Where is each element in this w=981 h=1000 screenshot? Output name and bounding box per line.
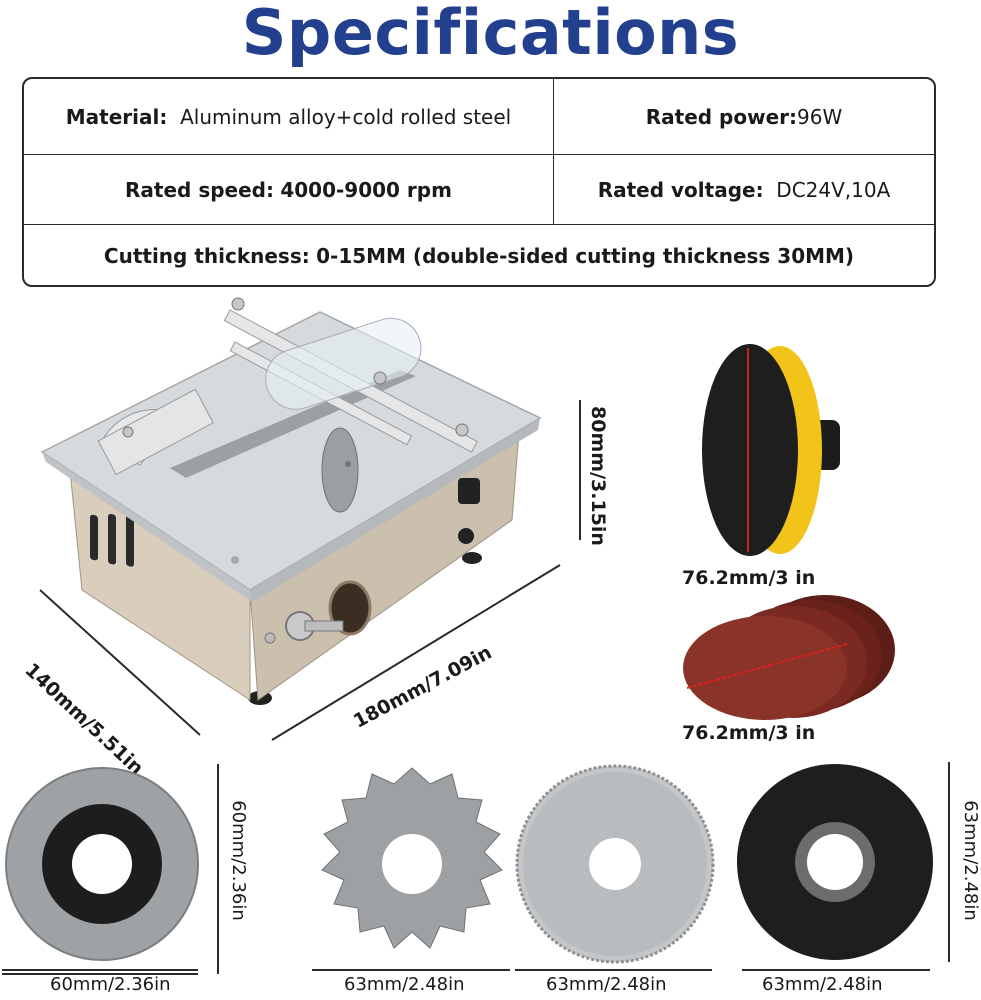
cutting-cell: Cutting thickness: 0-15MM (double-sided … <box>24 225 934 285</box>
machine-height-dim: 80mm/3.15in <box>586 406 609 546</box>
table-saw-image <box>40 297 542 705</box>
resin-disc-image <box>737 764 933 960</box>
rated-power-label: Rated power: <box>645 104 798 129</box>
carbide-blade-width-dim: 63mm/2.48in <box>344 974 465 995</box>
carbide-blade-image <box>321 767 503 949</box>
material-cell: Material: Aluminum alloy+cold rolled ste… <box>24 79 554 154</box>
material-value: Aluminum alloy+cold rolled steel <box>180 104 512 129</box>
hss-blade-image <box>515 764 715 964</box>
rated-speed-label: Rated speed: <box>125 177 274 202</box>
diamond-disc-image <box>5 767 199 961</box>
machine-dim-lines <box>39 400 581 741</box>
diamond-disc-side-line <box>217 764 219 974</box>
resin-disc-width-dim: 63mm/2.48in <box>762 974 883 995</box>
bottom-dim-lines <box>2 969 930 971</box>
resin-side-line <box>948 762 950 962</box>
cutting-value: 0-15MM (double-sided cutting thickness 3… <box>316 244 855 268</box>
rated-voltage-value: DC24V,10A <box>776 177 891 202</box>
diamond-disc-width-dim: 60mm/2.36in <box>50 974 171 995</box>
rated-voltage-label: Rated voltage: <box>597 177 764 202</box>
spec-row: Material: Aluminum alloy+cold rolled ste… <box>24 79 934 155</box>
sandpaper-discs-image <box>683 595 895 720</box>
resin-disc-height-dim: 63mm/2.48in <box>959 800 981 921</box>
spec-row: Cutting thickness: 0-15MM (double-sided … <box>24 225 934 285</box>
power-cell: Rated power: 96W <box>554 79 934 154</box>
material-label: Material: <box>65 104 168 129</box>
hss-blade-width-dim: 63mm/2.48in <box>546 974 667 995</box>
cutting-label: Cutting thickness: <box>103 244 310 268</box>
spec-table: Material: Aluminum alloy+cold rolled ste… <box>22 77 936 287</box>
voltage-cell: Rated voltage: DC24V,10A <box>554 155 934 224</box>
spec-row: Rated speed: 4000-9000 rpm Rated voltage… <box>24 155 934 225</box>
speed-cell: Rated speed: 4000-9000 rpm <box>24 155 554 224</box>
diamond-disc-dim-lines <box>2 973 198 975</box>
sanding-pad-image <box>702 344 840 556</box>
sandpaper-dim: 76.2mm/3 in <box>682 722 816 744</box>
rated-power-value: 96W <box>797 104 843 129</box>
sanding-pad-dim: 76.2mm/3 in <box>682 567 816 589</box>
diamond-disc-height-dim: 60mm/2.36in <box>227 800 249 921</box>
page-title: Specifications <box>241 0 740 69</box>
rated-speed-value: 4000-9000 rpm <box>280 177 452 202</box>
